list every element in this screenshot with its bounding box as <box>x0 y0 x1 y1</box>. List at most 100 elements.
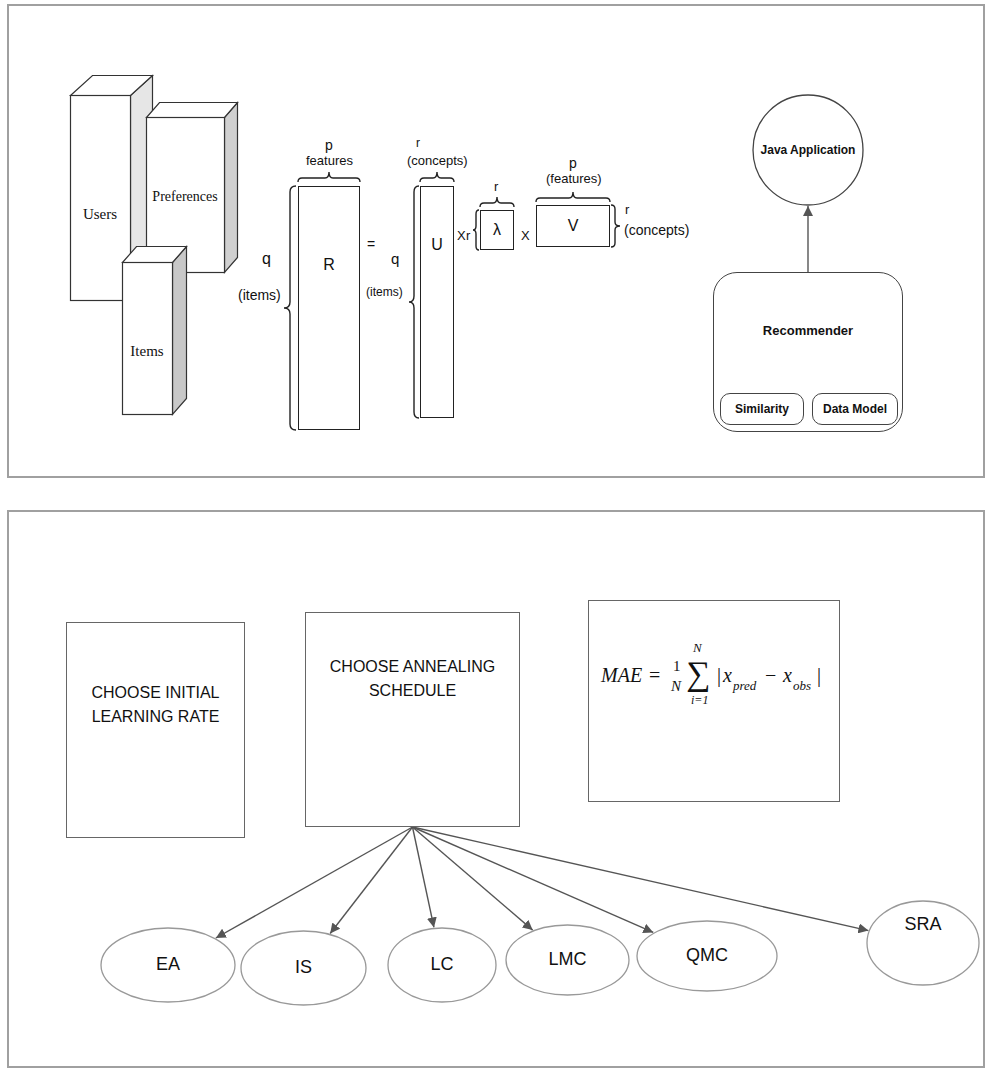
ellipse-shape <box>867 901 979 985</box>
brace <box>284 186 296 430</box>
matrix-box: R <box>298 186 360 430</box>
node-label: CHOOSE INITIAL LEARNING RATE <box>79 681 232 729</box>
node-label: λ <box>493 220 501 239</box>
node-label: U <box>423 235 451 254</box>
brace <box>473 210 479 250</box>
cube-side <box>225 103 238 273</box>
brace <box>611 205 620 247</box>
arrow-connector <box>330 827 412 934</box>
arrow-connector <box>413 827 654 932</box>
formula-box: MAE=1NN∑i=1|xpred−xobs| <box>588 600 840 802</box>
node-label: Recommender <box>720 323 896 339</box>
node-label: EA <box>156 954 180 976</box>
schedule-ellipse: EA <box>100 927 236 1003</box>
formula-part: ∑ <box>686 657 710 691</box>
node-label: LC <box>430 954 453 976</box>
dimension-label: q <box>262 250 271 268</box>
formula-part: x <box>783 665 792 685</box>
cube-top <box>123 247 187 263</box>
step-box: CHOOSE INITIAL LEARNING RATE <box>66 622 245 838</box>
matrix-box: V <box>536 205 610 247</box>
dimension-label: r <box>416 137 420 151</box>
cube-top <box>71 76 153 96</box>
cube-drawing <box>122 246 188 416</box>
node-label: SRA <box>904 914 941 936</box>
formula-part: obs <box>793 679 811 692</box>
dimension-label: (concepts) <box>407 154 468 169</box>
schedule-ellipse: SRA <box>866 900 980 986</box>
dimension-label: p <box>569 155 577 171</box>
brace <box>420 172 454 182</box>
dimension-label: features <box>306 154 353 169</box>
brace <box>409 186 419 418</box>
node-label: IS <box>295 957 312 979</box>
cube-front <box>123 263 173 415</box>
ellipse-outline <box>866 900 980 986</box>
arrow-connector <box>807 206 808 272</box>
brace <box>298 172 360 182</box>
schedule-ellipse: LMC <box>505 924 630 996</box>
dimension-label: (items) <box>238 287 281 303</box>
formula-part: N <box>671 679 681 694</box>
cube-side <box>173 247 187 415</box>
formula-part: − <box>765 665 776 685</box>
brace-group <box>284 172 620 430</box>
recommender-box: RecommenderSimilarity Data Model <box>713 272 903 432</box>
dimension-label: (concepts) <box>624 222 689 238</box>
ellipse-shape <box>241 931 366 1005</box>
cube-node: Items <box>122 246 187 415</box>
ellipse-shape <box>388 928 496 1002</box>
node-label: QMC <box>686 945 728 967</box>
bottom-panel <box>8 511 984 1067</box>
schedule-ellipse: QMC <box>636 920 778 992</box>
arrow-connector <box>216 827 413 938</box>
node-label: Data Model <box>823 402 887 416</box>
schedule-ellipse: LC <box>387 927 497 1003</box>
top-panel <box>8 5 984 477</box>
node-label: V <box>568 216 579 235</box>
node-label: LMC <box>548 949 586 971</box>
ellipse-shape <box>101 928 235 1002</box>
node-label: Similarity <box>735 402 789 416</box>
dimension-label: r <box>466 229 470 244</box>
arrow-connector <box>413 827 533 930</box>
brace <box>480 197 514 207</box>
ellipse-shape <box>753 95 863 205</box>
step-box: CHOOSE ANNEALING SCHEDULE <box>305 612 520 827</box>
dimension-label: X <box>457 229 466 244</box>
component-box: Similarity <box>720 393 804 425</box>
ellipse-shape <box>637 921 777 991</box>
dimension-label: (items) <box>366 286 403 300</box>
matrix-box: λ <box>480 210 514 250</box>
dimension-label: (features) <box>546 172 602 187</box>
component-box: Data Model <box>812 393 898 425</box>
dimension-label: p <box>325 137 333 153</box>
formula-part: pred <box>733 679 756 692</box>
dimension-label: = <box>367 236 375 252</box>
formula-part: x <box>723 665 732 685</box>
node-label: CHOOSE ANNEALING SCHEDULE <box>318 655 507 703</box>
formula-part: i=1 <box>691 694 708 706</box>
formula-part: 1 <box>673 659 681 674</box>
dimension-label: X <box>521 229 530 244</box>
cube-top <box>147 103 238 118</box>
ellipse-shape <box>506 925 629 995</box>
brace <box>536 192 610 202</box>
cube-front <box>71 96 131 301</box>
node-label: Preferences <box>146 189 224 206</box>
formula-part: MAE <box>601 665 642 685</box>
formula-part: | <box>717 665 721 685</box>
node-label: Java Application <box>761 143 856 157</box>
formula-part: = <box>649 665 660 685</box>
dimension-label: r <box>494 180 498 195</box>
formula-part: N <box>693 641 702 654</box>
app-circle: Java Application <box>752 94 864 206</box>
formula-part: | <box>817 665 821 685</box>
node-label: R <box>305 255 353 274</box>
dimension-label: q <box>391 250 399 267</box>
arrow-connector <box>413 827 869 931</box>
node-label: Users <box>70 205 130 223</box>
node-label: Items <box>122 342 172 360</box>
matrix-box: U <box>420 186 454 418</box>
schedule-ellipse: IS <box>240 930 367 1006</box>
